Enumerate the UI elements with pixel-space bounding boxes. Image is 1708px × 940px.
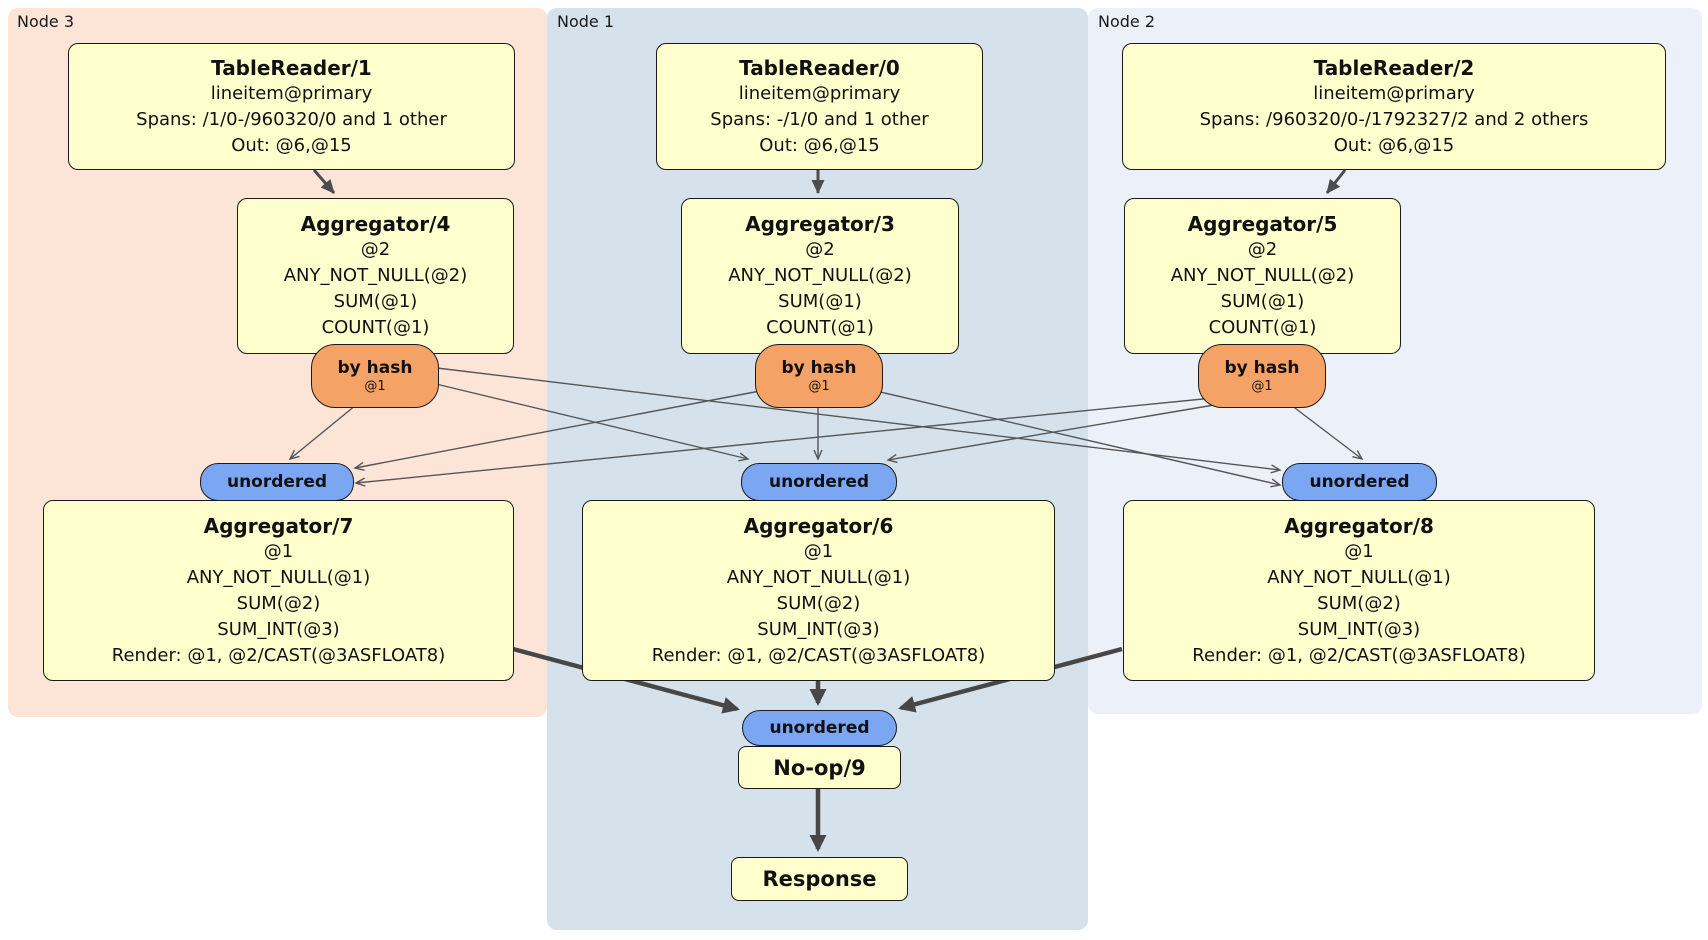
router-detail: @1 (808, 378, 830, 394)
aggregator-7-line: @1 (263, 540, 294, 562)
tablereader-0-title: TableReader/0 (739, 55, 900, 80)
group-label-node-1: Node 1 (557, 12, 615, 31)
aggregator-4-title: Aggregator/4 (300, 212, 451, 236)
aggregator-8-line: ANY_NOT_NULL(@1) (1267, 566, 1451, 588)
aggregator-8: Aggregator/8 @1 ANY_NOT_NULL(@1) SUM(@2)… (1123, 500, 1595, 681)
aggregator-3-line: SUM(@1) (778, 291, 862, 312)
aggregator-5-line: SUM(@1) (1220, 291, 1305, 312)
aggregator-6-render: Render: @1, @2/CAST(@3ASFLOAT8) (651, 644, 986, 666)
aggregator-4-line: SUM(@1) (333, 291, 418, 312)
aggregator-3-title: Aggregator/3 (745, 212, 895, 236)
tablereader-1-out: Out: @6,@15 (231, 134, 352, 156)
noop-9: No-op/9 (738, 746, 901, 789)
group-label-node-3: Node 3 (17, 12, 75, 31)
aggregator-7-title: Aggregator/7 (203, 513, 354, 538)
aggregator-5: Aggregator/5 @2 ANY_NOT_NULL(@2) SUM(@1)… (1124, 198, 1401, 354)
aggregator-7-line: ANY_NOT_NULL(@1) (186, 566, 371, 588)
router-detail: @1 (364, 378, 386, 394)
tablereader-2: TableReader/2 lineitem@primary Spans: /9… (1122, 43, 1666, 170)
aggregator-5-line: @2 (1247, 239, 1278, 260)
router-by-hash-node1: by hash @1 (755, 344, 883, 408)
aggregator-8-render: Render: @1, @2/CAST(@3ASFLOAT8) (1192, 644, 1526, 666)
edge-tablereader-to-aggregator (312, 169, 1347, 194)
aggregator-6-line: SUM_INT(@3) (757, 618, 880, 640)
aggregator-4-line: ANY_NOT_NULL(@2) (283, 265, 468, 286)
aggregator-8-line: SUM(@2) (1317, 592, 1401, 614)
aggregator-3-line: COUNT(@1) (766, 317, 874, 338)
tablereader-0-spans: Spans: -/1/0 and 1 other (710, 108, 929, 130)
aggregator-6-line: ANY_NOT_NULL(@1) (726, 566, 911, 588)
aggregator-5-line: COUNT(@1) (1208, 317, 1317, 338)
aggregator-3-line: @2 (805, 239, 835, 260)
aggregator-8-line: @1 (1344, 540, 1374, 562)
tablereader-2-out: Out: @6,@15 (1333, 134, 1455, 156)
edge-router-to-sync (288, 367, 1364, 488)
aggregator-4: Aggregator/4 @2 ANY_NOT_NULL(@2) SUM(@1)… (237, 198, 514, 354)
sync-unordered-node2: unordered (1282, 463, 1437, 501)
tablereader-2-index: lineitem@primary (1313, 82, 1475, 104)
tablereader-1-spans: Spans: /1/0-/960320/0 and 1 other (136, 108, 447, 130)
aggregator-6-title: Aggregator/6 (743, 513, 894, 538)
router-label: by hash (1224, 357, 1300, 378)
sync-unordered-node1: unordered (741, 463, 897, 501)
router-by-hash-node2: by hash @1 (1198, 344, 1326, 408)
router-label: by hash (337, 357, 413, 378)
aggregator-5-title: Aggregator/5 (1187, 212, 1338, 236)
tablereader-1: TableReader/1 lineitem@primary Spans: /1… (68, 43, 515, 170)
aggregator-7: Aggregator/7 @1 ANY_NOT_NULL(@1) SUM(@2)… (43, 500, 514, 681)
tablereader-1-title: TableReader/1 (211, 55, 372, 80)
sync-unordered-final: unordered (742, 710, 897, 746)
aggregator-6: Aggregator/6 @1 ANY_NOT_NULL(@1) SUM(@2)… (582, 500, 1055, 681)
aggregator-3-line: ANY_NOT_NULL(@2) (728, 265, 912, 286)
aggregator-4-line: COUNT(@1) (321, 317, 430, 338)
aggregator-4-line: @2 (360, 239, 391, 260)
response: Response (731, 857, 908, 901)
sync-unordered-node3: unordered (200, 463, 354, 501)
group-label-node-2: Node 2 (1098, 12, 1156, 31)
router-by-hash-node3: by hash @1 (311, 344, 439, 408)
tablereader-2-title: TableReader/2 (1313, 55, 1475, 80)
tablereader-0-index: lineitem@primary (738, 82, 901, 104)
aggregator-5-line: ANY_NOT_NULL(@2) (1170, 265, 1355, 286)
aggregator-7-line: SUM(@2) (236, 592, 321, 614)
tablereader-0-out: Out: @6,@15 (759, 134, 880, 156)
aggregator-3: Aggregator/3 @2 ANY_NOT_NULL(@2) SUM(@1)… (681, 198, 959, 354)
tablereader-0: TableReader/0 lineitem@primary Spans: -/… (656, 43, 983, 170)
aggregator-8-line: SUM_INT(@3) (1297, 618, 1421, 640)
router-label: by hash (781, 357, 857, 378)
tablereader-1-index: lineitem@primary (210, 82, 373, 104)
aggregator-7-line: SUM_INT(@3) (217, 618, 340, 640)
aggregator-6-line: SUM(@2) (776, 592, 861, 614)
aggregator-7-render: Render: @1, @2/CAST(@3ASFLOAT8) (111, 644, 446, 666)
router-detail: @1 (1251, 378, 1273, 394)
aggregator-8-title: Aggregator/8 (1284, 513, 1434, 538)
aggregator-6-line: @1 (803, 540, 834, 562)
tablereader-2-spans: Spans: /960320/0-/1792327/2 and 2 others (1199, 108, 1589, 130)
